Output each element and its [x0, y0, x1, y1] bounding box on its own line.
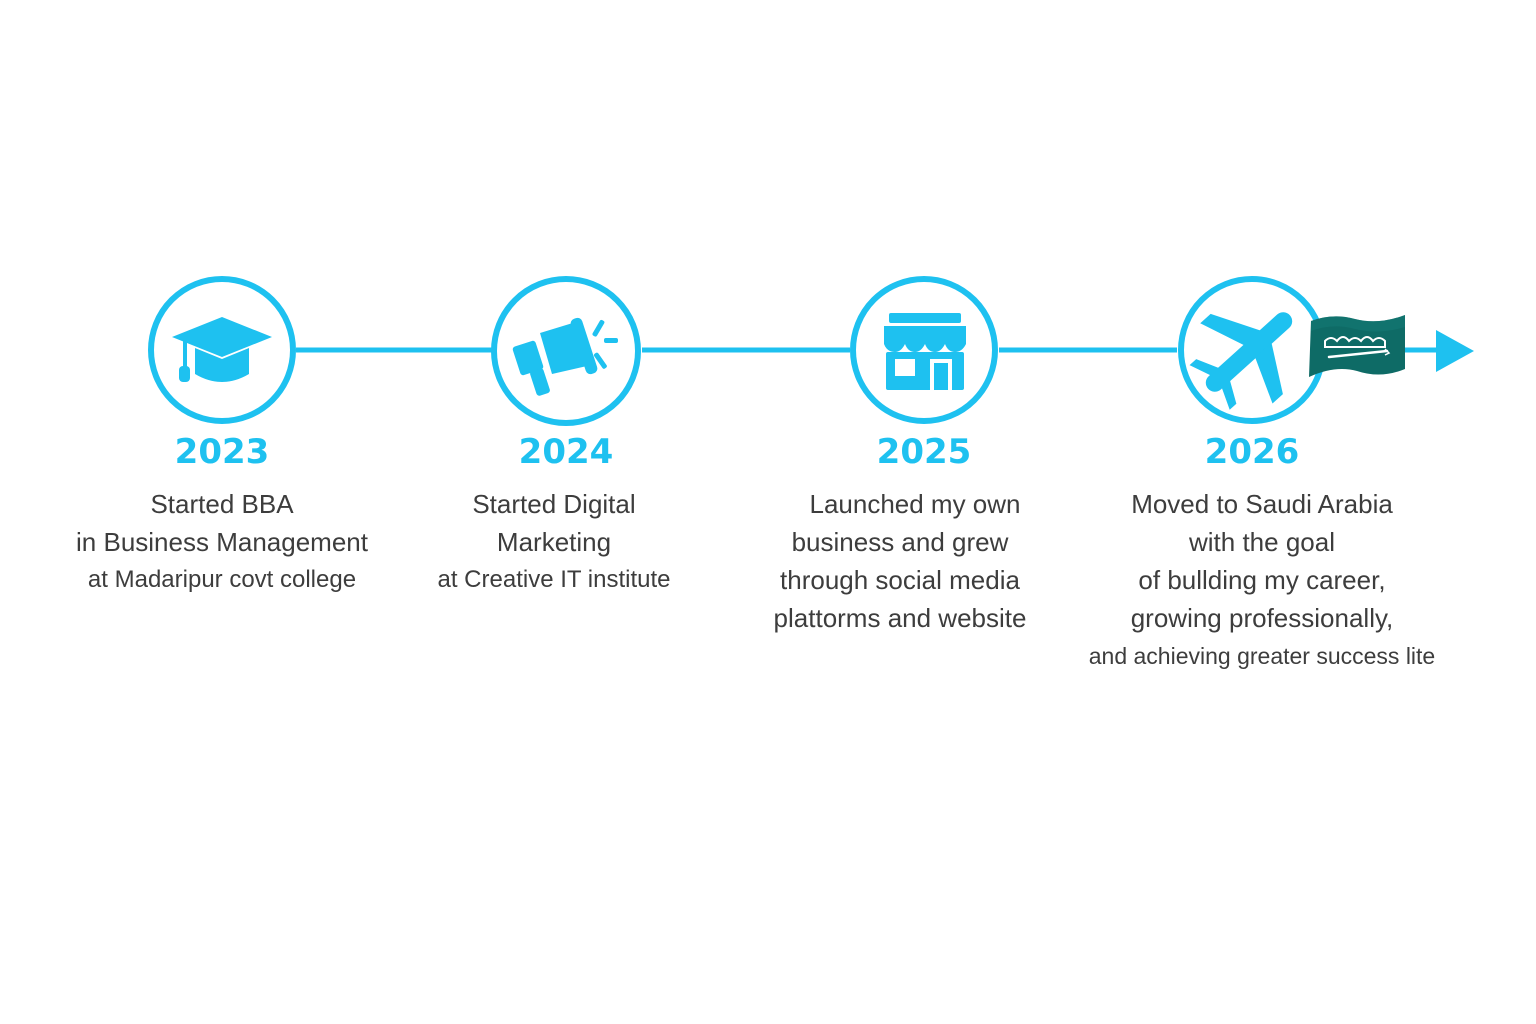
- description-line: Moved to Saudi Arabia: [1131, 489, 1393, 519]
- milestone-description: Started Digital Marketing at Creative IT…: [364, 485, 744, 599]
- description-line: business and grew: [791, 527, 1009, 557]
- milestone-description: Moved to Saudi Arabia with the goal of b…: [1052, 485, 1472, 675]
- milestone-year: 2024: [518, 432, 614, 472]
- milestone-year: 2023: [174, 432, 270, 472]
- description-line: in Business Management: [76, 527, 368, 557]
- milestone-description: Started BBA in Business Management at Ma…: [22, 485, 422, 599]
- description-line: Started BBA: [150, 489, 294, 519]
- description-line: Launched my own: [809, 489, 1021, 519]
- arrow-head-icon: [1436, 330, 1474, 372]
- description-line: Marketing: [496, 527, 612, 557]
- description-line: plattorms and website: [773, 603, 1027, 633]
- airplane-icon: [1189, 312, 1293, 410]
- saudi-arabia-flag-icon: [1309, 315, 1405, 377]
- milestone-year: 2026: [1204, 432, 1300, 472]
- graduation-cap-icon: [172, 317, 272, 382]
- milestone-description: Launched my own business and grew throug…: [710, 485, 1090, 637]
- milestone-year: 2025: [876, 432, 972, 472]
- description-line: and achieving greater success lite: [1088, 643, 1436, 669]
- description-line: with the goal: [1189, 527, 1335, 557]
- description-line: of bullding my career,: [1138, 565, 1386, 595]
- storefront-icon: [884, 313, 966, 390]
- description-line: at Madaripur covt college: [87, 566, 357, 593]
- megaphone-icon: [512, 317, 618, 396]
- milestone-circle-2025: [850, 276, 998, 424]
- description-line: Started Digital: [472, 489, 636, 519]
- description-line: at Creative IT institute: [437, 566, 671, 593]
- description-line: growing professionally,: [1130, 603, 1394, 633]
- description-line: through social media: [780, 565, 1020, 595]
